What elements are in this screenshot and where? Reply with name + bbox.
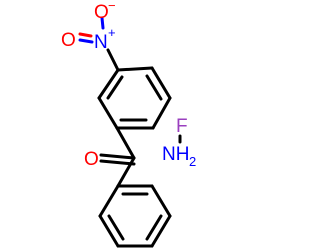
bond-ring2-3-inner bbox=[145, 214, 163, 241]
bond-ring1-carbonyl bbox=[115, 126, 136, 160]
fluorine-label: F bbox=[176, 116, 188, 137]
bond-ring1-2 bbox=[150, 66, 172, 100]
bond-ring2-5 bbox=[98, 214, 120, 248]
bond-ring1-6 bbox=[97, 68, 120, 100]
bond-ring2-3 bbox=[150, 214, 172, 248]
amine-h-subscript: 2 bbox=[189, 154, 196, 169]
bond-ring-nitro-n bbox=[106, 48, 120, 72]
bond-ring1-2-inner bbox=[145, 74, 163, 101]
bond-ring2-2 bbox=[150, 184, 172, 218]
molecule-structure: O − N + O O F NH 2 bbox=[61, 0, 196, 248]
bond-nitro-n-o-top bbox=[100, 16, 105, 30]
nitro-n-charge: + bbox=[108, 25, 116, 40]
nitro-o-top-charge: − bbox=[108, 0, 116, 13]
bond-carbonyl-o-2 bbox=[99, 159, 136, 166]
bond-ring1-1 bbox=[116, 66, 154, 72]
nitro-o-top-label: O bbox=[94, 2, 109, 23]
bond-ring1-3 bbox=[151, 96, 172, 130]
molecule-canvas: O − N + O O F NH 2 bbox=[61, 0, 197, 248]
nitro-n-label: N bbox=[94, 32, 108, 53]
bond-carbonyl-ring2 bbox=[116, 156, 136, 188]
bond-ring2-5-inner bbox=[107, 214, 125, 241]
bond-nitro-n-o-left bbox=[78, 38, 94, 44]
bond-ring2-6 bbox=[98, 184, 120, 218]
carbonyl-o-label: O bbox=[84, 149, 99, 170]
bond-carbonyl-o-1 bbox=[99, 153, 136, 160]
bond-ring1-6-inner bbox=[106, 75, 124, 100]
amine-n-label: NH bbox=[162, 144, 189, 165]
bond-ring1-5 bbox=[97, 96, 119, 130]
nitro-o-left-label: O bbox=[61, 30, 76, 51]
bond-nitro-n-o-left-double bbox=[78, 32, 93, 38]
